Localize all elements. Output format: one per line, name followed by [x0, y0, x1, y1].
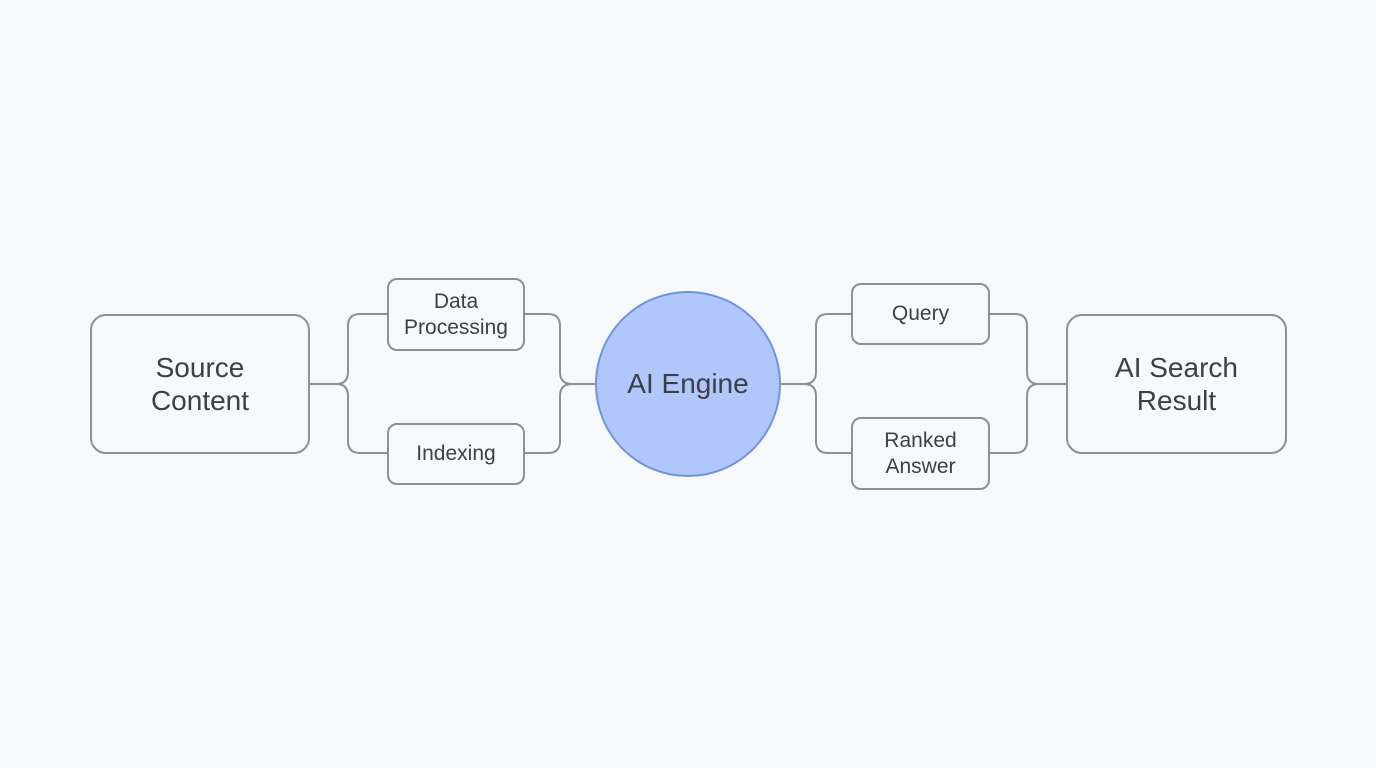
source-content-node: Source Content — [90, 314, 310, 454]
ai-search-result-node: AI Search Result — [1066, 314, 1287, 454]
ai-engine-node: AI Engine — [595, 291, 781, 477]
connector-query-to-result — [989, 313, 1067, 385]
connector-ranked-answer-to-result — [989, 383, 1040, 454]
data-processing-label: Data Processing — [404, 289, 508, 339]
ai-search-result-label: AI Search Result — [1115, 352, 1238, 416]
indexing-node: Indexing — [387, 423, 525, 485]
query-node: Query — [851, 283, 990, 345]
connector-engine-to-query — [780, 313, 852, 385]
source-content-label: Source Content — [150, 352, 250, 416]
connector-source-to-indexing — [335, 383, 388, 454]
connector-engine-to-ranked-answer — [803, 383, 852, 454]
ranked-answer-label: Ranked Answer — [884, 428, 957, 478]
ranked-answer-node: Ranked Answer — [851, 417, 990, 490]
data-processing-node: Data Processing — [387, 278, 525, 351]
query-label: Query — [891, 302, 950, 325]
ai-engine-label: AI Engine — [627, 368, 749, 399]
indexing-label: Indexing — [416, 442, 496, 465]
connector-data-processing-to-engine — [524, 313, 596, 385]
connector-indexing-to-engine — [524, 383, 573, 454]
connector-source-to-data-processing — [309, 313, 388, 385]
